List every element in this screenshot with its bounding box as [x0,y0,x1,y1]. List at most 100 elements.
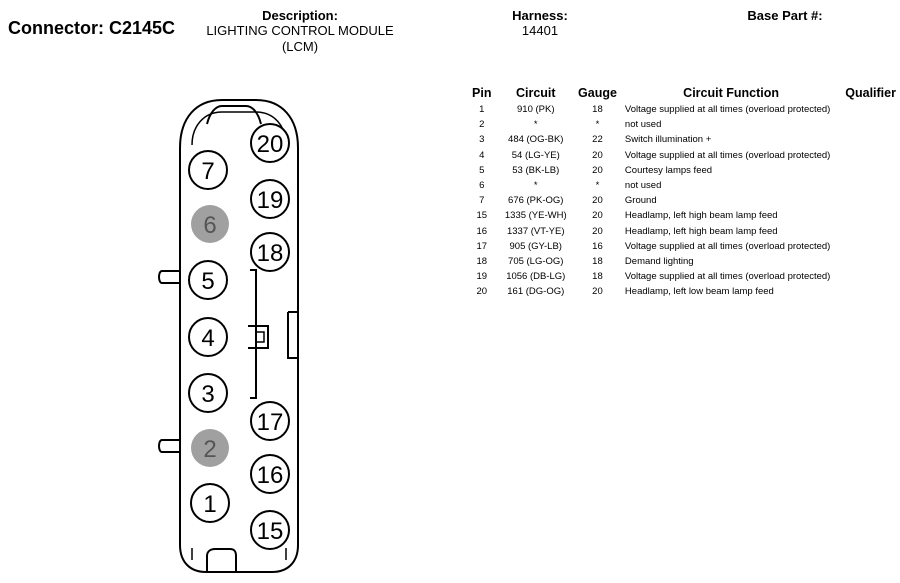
cell-circuit-function: not used [624,119,662,131]
cell-pin: 1 [479,104,485,116]
cell-circuit-function: not used [624,180,662,192]
connector-housing-outline [179,99,299,573]
cell-pin: 15 [476,210,488,222]
harness-label: Harness: [512,8,568,23]
cell-circuit-function: Voltage supplied at all times (overload … [624,240,831,252]
cell-qualifier [841,102,900,117]
pin-18-cavity [250,232,290,272]
cell-gauge: 20 [592,210,603,222]
cell-pin: 2 [479,119,485,131]
cell-gauge: 20 [592,286,603,298]
cell-circuit: * [533,180,538,192]
cell-gauge: 16 [592,240,603,252]
cell-circuit-function: Demand lighting [624,255,694,267]
table-row: 1 910 (PK) 18 Voltage supplied at all times… [466,102,900,117]
cell-qualifier [841,148,900,163]
cell-circuit-function: Voltage supplied at all times (overload … [624,271,831,283]
cell-circuit: 161 (DG-OG) [507,286,565,298]
cell-circuit: 905 (GY-LB) [509,240,562,252]
top-latch [206,105,262,125]
cell-circuit-function: Switch illumination + [624,134,712,146]
header-pin: Pin [472,86,492,100]
table-row: 2 * * not used [466,117,900,132]
pin-2-cavity [191,429,229,467]
cell-circuit: 484 (OG-BK) [508,134,564,146]
cell-gauge: 18 [592,104,603,116]
cell-circuit: 910 (PK) [517,104,555,116]
connector-title: Connector: C2145C [8,18,176,38]
cell-pin: 16 [476,225,488,237]
cell-pin: 18 [476,255,488,267]
description-line-1: LIGHTING CONTROL MODULE [206,23,394,38]
table-row: 15 1335 (YE-WH) 20 Headlamp, left high beam… [466,208,900,223]
pin-17-cavity [250,401,290,441]
description-block: Description: LIGHTING CONTROL MODULE (LC… [190,8,410,55]
cell-pin: 4 [479,149,485,161]
harness-block: Harness: 14401 [490,8,590,39]
pin-20-label: 20 [257,131,284,158]
cell-circuit-function: Voltage supplied at all times (overload … [624,104,831,116]
cell-qualifier [841,163,900,178]
cell-pin: 6 [479,180,485,192]
harness-value: 14401 [521,23,559,38]
lock-tab [248,325,269,349]
pin-16-label: 16 [257,462,284,489]
pin-3-cavity [188,373,228,413]
description-label: Description: [262,8,338,23]
cell-circuit-function: Headlamp, left high beam lamp feed [624,210,778,222]
header-circuit-function: Circuit Function [683,86,779,100]
cell-gauge: 20 [592,149,603,161]
pin-table: Pin Circuit Gauge Circuit Function Quali… [466,86,900,299]
pin-3-label: 3 [201,381,214,408]
description-line-2: (LCM) [281,39,319,54]
cell-circuit: 54 (LG-YE) [511,149,560,161]
pin-15-cavity [250,510,290,550]
pin-17-label: 17 [257,409,284,436]
pin-15-label: 15 [257,518,284,545]
lock-bracket [250,269,257,399]
cell-gauge: 22 [592,134,603,146]
pin-2-label: 2 [203,436,216,463]
table-row: 16 1337 (VT-YE) 20 Headlamp, left high beam… [466,224,900,239]
cell-circuit: 1056 (DB-LG) [506,271,566,283]
pin-19-label: 19 [257,187,284,214]
cell-pin: 3 [479,134,485,146]
connector-housing-inner-bottom [191,548,287,560]
cell-circuit-function: Voltage supplied at all times (overload … [624,149,831,161]
cell-pin: 5 [479,164,485,176]
cell-circuit: 1337 (VT-YE) [506,225,565,237]
cell-gauge: * [595,180,600,192]
cell-pin: 7 [479,195,485,207]
pin-19-cavity [250,179,290,219]
pin-4-cavity [188,317,228,357]
cell-pin: 17 [476,240,488,252]
cell-circuit-function: Headlamp, left high beam lamp feed [624,225,778,237]
pin-16-cavity [250,454,290,494]
cell-pin: 20 [476,286,488,298]
cell-circuit: 1335 (YE-WH) [504,210,567,222]
pin-5-label: 5 [201,268,214,295]
cell-gauge: 20 [592,225,603,237]
cell-pin: 19 [476,271,488,283]
cell-gauge: 20 [592,195,603,207]
cell-circuit-function: Ground [624,195,657,207]
pin-5-cavity [188,260,228,300]
cell-circuit: * [533,119,538,131]
cell-qualifier [841,178,900,193]
cell-qualifier [841,193,900,208]
table-row: 3 484 (OG-BK) 22 Switch illumination + [466,132,900,147]
pin-7-label: 7 [201,158,214,185]
pin-1-cavity [190,483,230,523]
pin-18-label: 18 [257,240,284,267]
cell-gauge: * [595,119,600,131]
right-lock-rail [287,312,298,359]
cell-qualifier [841,284,900,299]
cell-qualifier [841,239,900,254]
cell-circuit-function: Courtesy lamps feed [624,164,713,176]
